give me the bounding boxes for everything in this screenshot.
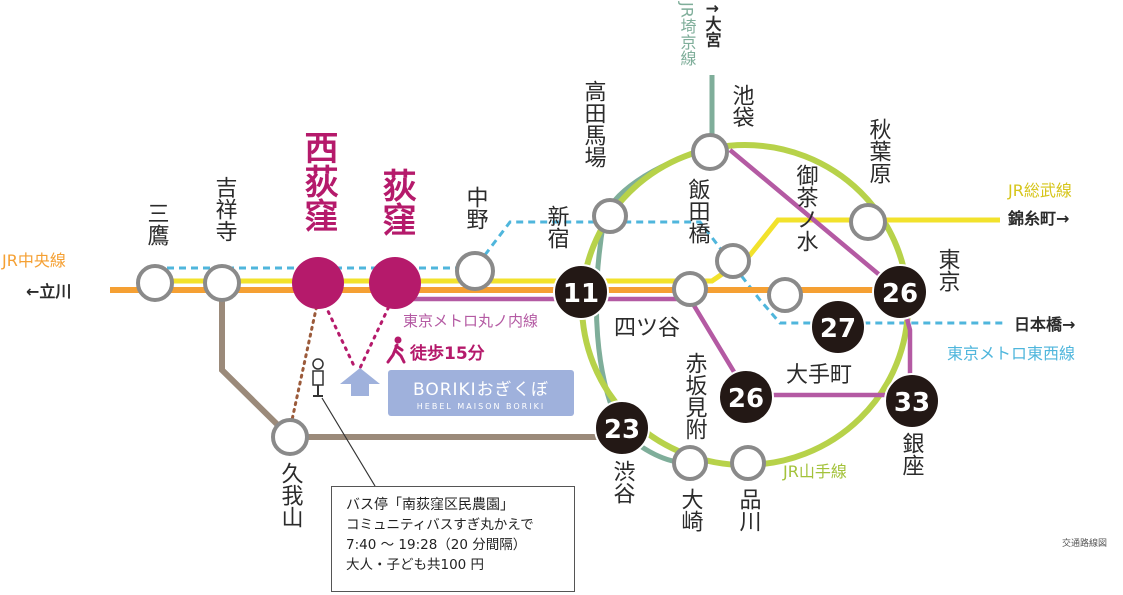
label-yotsuya: 四ツ谷 xyxy=(614,316,680,341)
label-otemachi: 大手町 xyxy=(786,363,852,388)
station-akihabara[interactable] xyxy=(849,203,887,241)
label-nihonbashi: 日本橋→ xyxy=(1014,315,1075,334)
bus-info-line3: 大人・子ども共100 円 xyxy=(346,557,485,573)
property-brand: BORIKIおぎくぼ HEBEL MAISON BORIKI xyxy=(388,370,574,416)
bus-info-line2: 7:40 〜 19:28（20 分間隔） xyxy=(346,537,527,553)
time-tokyo: 26 xyxy=(882,279,918,309)
station-osaki[interactable] xyxy=(672,445,708,481)
label-tokyo: 東京 xyxy=(935,248,961,292)
tozai-line xyxy=(155,220,1005,325)
time-shibuya: 23 xyxy=(604,415,640,445)
label-ogikubo: 荻窪 xyxy=(376,168,416,236)
time-bubble-ginza xyxy=(884,373,940,429)
label-marunouchi: 東京メトロ丸ノ内線 xyxy=(403,312,538,330)
station-takadanobaba[interactable] xyxy=(592,198,628,234)
time-bubble-shibuya xyxy=(594,400,650,456)
label-kugayama: 久我山 xyxy=(278,462,304,528)
label-jr-chuo: JR中央線 xyxy=(1,251,66,270)
station-iidabashi[interactable] xyxy=(715,243,751,279)
label-takadanobaba: 高田馬場 xyxy=(581,80,607,168)
station-shinagawa[interactable] xyxy=(730,445,766,481)
label-mitaka: 三鷹 xyxy=(144,202,170,246)
brand-name: BORIKIおぎくぼ xyxy=(412,380,550,400)
label-shinjuku: 新宿 xyxy=(544,205,570,249)
label-kinshicho: 錦糸町→ xyxy=(1008,209,1069,228)
station-ogikubo[interactable] xyxy=(369,257,421,309)
time-ginza: 33 xyxy=(894,388,930,418)
walk-time: 徒歩15分 xyxy=(409,343,485,364)
bus-pointer-line xyxy=(321,397,376,487)
bus-stop-name: バス停「南荻窪区民農園」 xyxy=(346,497,514,513)
label-osaki: 大崎 xyxy=(678,488,704,532)
label-jr-saikyo: JR埼京線 xyxy=(678,1,697,66)
label-jr-sobu: JR総武線 xyxy=(1007,181,1072,200)
label-iidabashi: 飯田橋 xyxy=(685,178,711,244)
time-otemachi: 27 xyxy=(820,314,856,344)
label-shinagawa: 品川 xyxy=(736,488,762,532)
walk-path-ogikubo xyxy=(358,298,394,370)
label-kichijoji: 吉祥寺 xyxy=(212,176,238,242)
label-nishiogikubo: 西荻窪 xyxy=(298,130,338,232)
inokashira-line xyxy=(219,283,622,440)
time-bubble-shinjuku xyxy=(553,264,609,320)
station-kichijoji[interactable] xyxy=(203,264,241,302)
label-nakano: 中野 xyxy=(463,186,489,230)
label-tozai: 東京メトロ東西線 xyxy=(947,344,1075,363)
label-yamanote: JR山手線 xyxy=(782,462,847,481)
station-mitaka[interactable] xyxy=(136,264,174,302)
label-ginza: 銀座 xyxy=(899,432,925,476)
station-nakano[interactable] xyxy=(455,251,495,291)
label-omiya: ↑大宮 xyxy=(703,2,722,48)
label-ochanomizu: 御茶ノ水 xyxy=(793,164,819,252)
time-akasakamitsuke: 26 xyxy=(728,384,764,414)
walk-path-nishiogikubo xyxy=(316,288,357,370)
label-ikebukuro: 池袋 xyxy=(729,84,755,128)
map-credit: 交通路線図 xyxy=(1062,539,1108,549)
station-nishiogikubo[interactable] xyxy=(292,257,344,309)
station-yotsuya[interactable] xyxy=(672,271,708,307)
label-akihabara: 秋葉原 xyxy=(866,118,892,184)
bus-info-line1: コミュニティバスすぎ丸かえで xyxy=(346,517,534,533)
label-tachikawa: ←立川 xyxy=(26,282,71,301)
label-akasakamitsuke: 赤坂見附 xyxy=(682,352,708,440)
time-shinjuku: 11 xyxy=(563,279,599,309)
bus-path xyxy=(290,298,320,422)
station-kugayama[interactable] xyxy=(271,418,309,456)
station-ikebukuro[interactable] xyxy=(691,133,729,171)
time-bubble-akasakamitsuke xyxy=(718,369,774,425)
bus-info-box: バス停「南荻窪区民農園」 コミュニティバスすぎ丸かえで 7:40 〜 19:28… xyxy=(331,486,575,592)
time-bubble-tokyo xyxy=(872,264,928,320)
brand-sub: HEBEL MAISON BORIKI xyxy=(416,402,546,411)
bus-stop-icon xyxy=(312,358,324,397)
label-shibuya: 渋谷 xyxy=(610,460,636,504)
station-ochanomizu[interactable] xyxy=(767,277,803,313)
walking-person-icon xyxy=(386,336,406,364)
time-bubble-otemachi xyxy=(810,299,866,355)
arrow-up-icon xyxy=(340,368,380,396)
